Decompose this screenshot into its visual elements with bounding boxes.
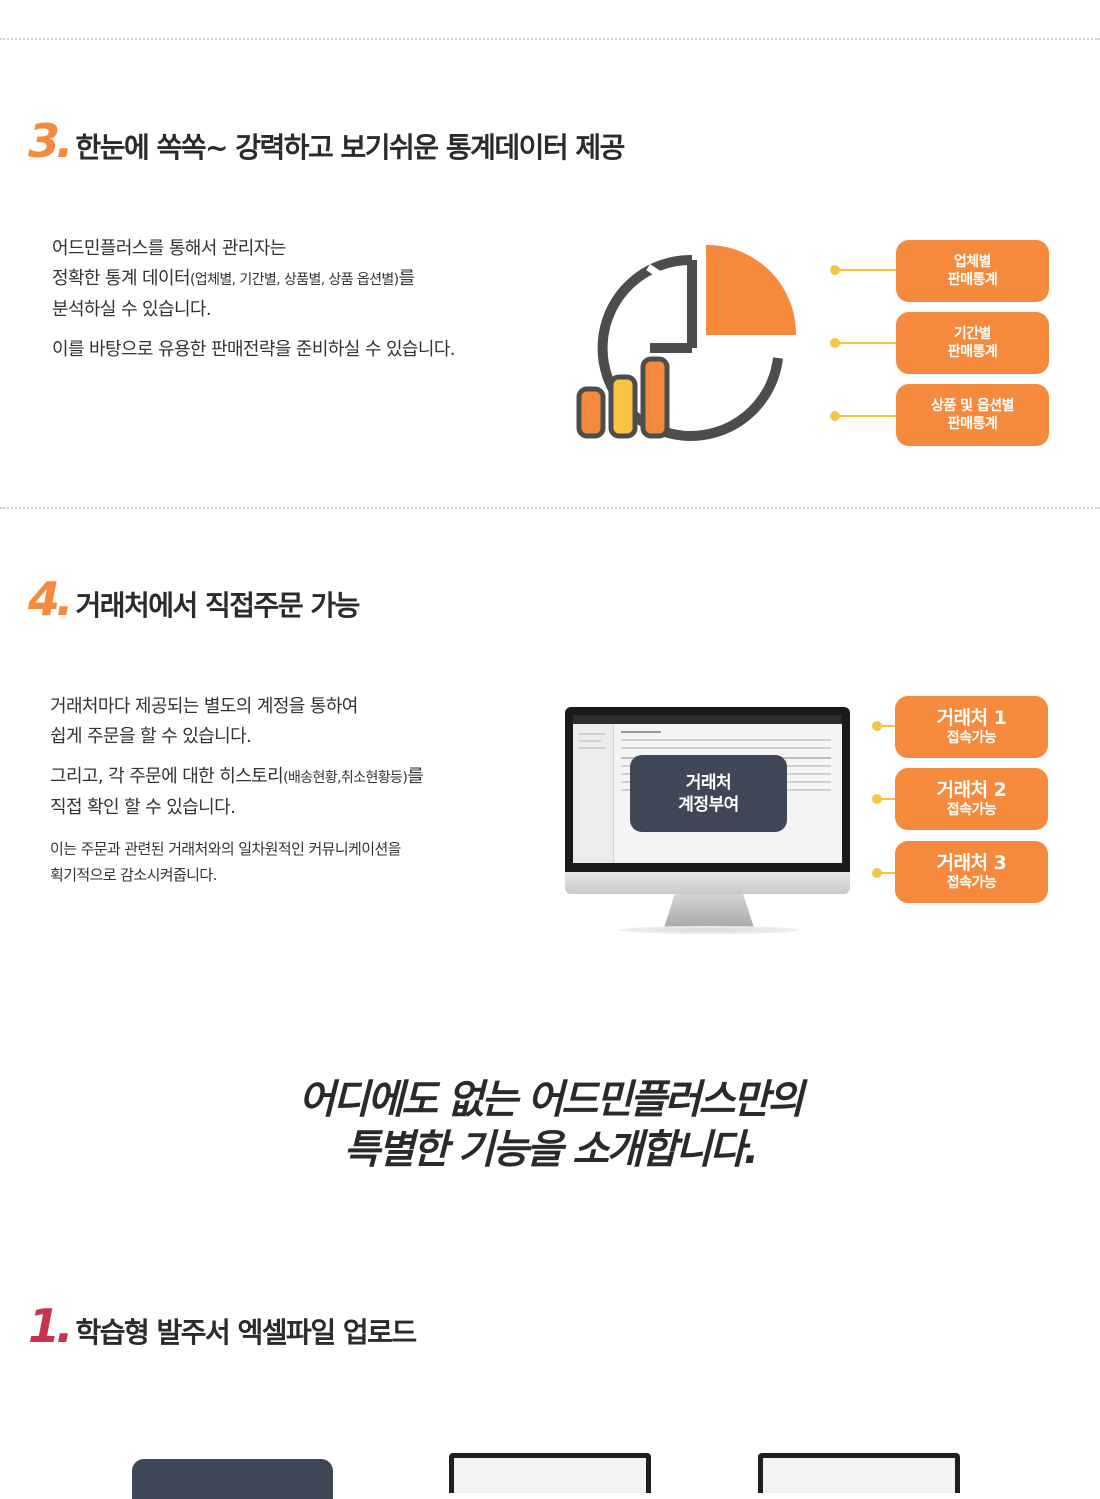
bar-1-icon (576, 386, 606, 439)
monitor-stand (664, 894, 754, 928)
feature-intro-headline: 어디에도 없는 어드민플러스만의 특별한 기능을 소개합니다. (0, 1074, 1100, 1176)
bar-3-icon (640, 356, 670, 439)
headline-line2: 특별한 기능을 소개합니다. (343, 1127, 759, 1173)
monitor-chin (565, 872, 850, 894)
section3-desc-line4: 이를 바탕으로 유용한 판매전략을 준비하실 수 있습니다. (52, 339, 456, 360)
screen-line (621, 747, 831, 749)
section4-desc-line3: 그리고, 각 주문에 대한 히스토리(배송현황,취소현황등)를 (50, 766, 424, 787)
section3-number: 3. (28, 114, 74, 168)
connector-1 (830, 265, 897, 275)
section4-title: 거래처에서 직접주문 가능 (75, 589, 360, 622)
feature1-screenshot-2 (758, 1453, 960, 1493)
bar-2-icon (608, 374, 638, 439)
connector-2 (830, 338, 897, 348)
section-divider-middle (0, 507, 1100, 509)
screen-line (621, 739, 831, 741)
section4-desc-line1: 거래처마다 제공되는 별도의 계정을 통하여 (50, 696, 358, 717)
section3-title: 한눈에 쏙쏙~ 강력하고 보기쉬운 통계데이터 제공 (75, 131, 625, 164)
section4-number: 4. (28, 572, 74, 626)
section4-note-line2: 획기적으로 감소시켜줍니다. (50, 866, 217, 884)
feature1-screenshot-1 (449, 1453, 651, 1493)
section3-desc-line3: 분석하실 수 있습니다. (52, 299, 212, 320)
section4-description: 거래처마다 제공되는 별도의 계정을 통하여 쉽게 주문을 할 수 있습니다. … (50, 692, 424, 823)
section4-desc-line2: 쉽게 주문을 할 수 있습니다. (50, 726, 252, 747)
screen-line (579, 733, 605, 735)
screen-line (579, 740, 601, 742)
pie-gap-mask-icon (646, 264, 662, 278)
section4-note-line1: 이는 주문과 관련된 거래처와의 일차원적인 커뮤니케이션을 (50, 840, 401, 858)
section3-desc-line1: 어드민플러스를 통해서 관리자는 (52, 238, 286, 259)
connector-5 (872, 794, 897, 804)
section3-desc-line2: 정확한 통계 데이터(업체별, 기간별, 상품별, 상품 옵션별)를 (52, 268, 415, 289)
feature1-title: 학습형 발주서 엑셀파일 업로드 (75, 1316, 417, 1349)
section-divider-top (0, 38, 1100, 40)
connector-4 (872, 721, 897, 731)
section4-desc-line4: 직접 확인 할 수 있습니다. (50, 797, 236, 818)
pie-slice-icon (706, 244, 797, 335)
section4-note: 이는 주문과 관련된 거래처와의 일차원적인 커뮤니케이션을 획기적으로 감소시… (50, 836, 401, 888)
statistics-chart-icon (576, 244, 797, 441)
section3-heading: 3. 한눈에 쏙쏙~ 강력하고 보기쉬운 통계데이터 제공 (28, 114, 625, 168)
headline-line1: 어디에도 없는 어드민플러스만의 (298, 1077, 804, 1123)
account-grant-badge: 거래처 계정부여 (630, 755, 787, 832)
section4-heading: 4. 거래처에서 직접주문 가능 (28, 572, 360, 626)
connector-3 (830, 411, 897, 421)
feature1-number: 1. (28, 1299, 74, 1353)
screen-line (621, 731, 661, 733)
screen-topbar (573, 715, 842, 724)
connector-6 (872, 868, 897, 878)
feature1-dark-panel (132, 1459, 333, 1499)
feature1-heading: 1. 학습형 발주서 엑셀파일 업로드 (28, 1299, 417, 1353)
monitor-base (620, 926, 798, 934)
monitor-screen-content (573, 715, 842, 863)
section3-description: 어드민플러스를 통해서 관리자는 정확한 통계 데이터(업체별, 기간별, 상품… (52, 234, 456, 365)
screen-sidebar (573, 724, 614, 863)
screen-line (579, 747, 605, 749)
